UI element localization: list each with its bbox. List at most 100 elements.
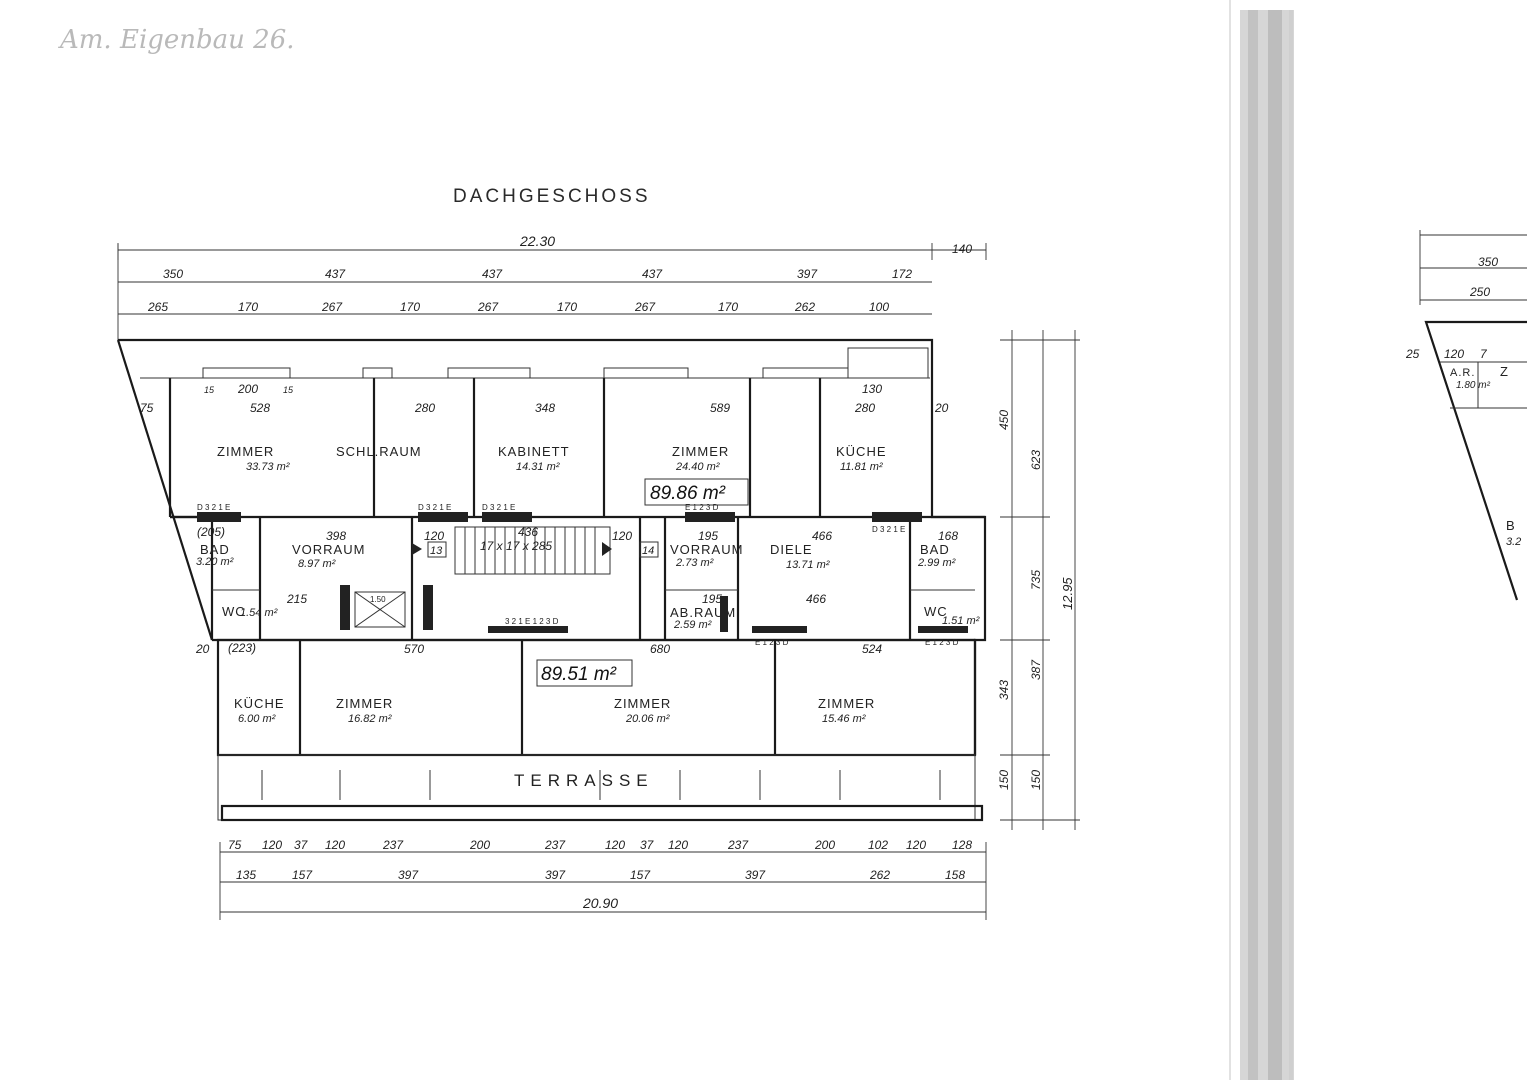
dimension-label: 170 bbox=[400, 300, 420, 314]
stair-no-left: 13 bbox=[430, 545, 443, 557]
room-area: 1.54 m² bbox=[240, 607, 278, 619]
dimension-label: 267 bbox=[477, 300, 499, 314]
dimension-label: 75 bbox=[228, 838, 242, 852]
dimension-label: E 1 2 3 D bbox=[755, 638, 789, 647]
dimension-label: 1.50 bbox=[370, 595, 386, 604]
dimension-label: 397 bbox=[545, 868, 566, 882]
room-area: 2.99 m² bbox=[917, 557, 956, 569]
dimension-label: 589 bbox=[710, 401, 730, 415]
room-name: SCHL.RAUM bbox=[336, 444, 422, 459]
dimension-label: 387 bbox=[1029, 659, 1043, 680]
dimension-label: 200 bbox=[814, 838, 835, 852]
dimension-label: 524 bbox=[862, 642, 882, 656]
dimension-label: 157 bbox=[292, 868, 313, 882]
dimension-label: 267 bbox=[634, 300, 656, 314]
dimension-label: 200 bbox=[469, 838, 490, 852]
scan-fold-shadow bbox=[1229, 0, 1294, 1080]
dimension-label: 466 bbox=[812, 529, 832, 543]
room-area: 2.59 m² bbox=[673, 619, 712, 631]
dimension-label: 437 bbox=[482, 267, 503, 281]
room-name: BAD bbox=[200, 542, 230, 557]
overall-width-top: 22.30 bbox=[519, 233, 555, 249]
unit-area-upper: 89.86 m² bbox=[650, 483, 726, 504]
stair-width: 436 bbox=[518, 525, 538, 539]
dimension-label: (205) bbox=[197, 525, 225, 539]
dimension-lines-top bbox=[117, 243, 987, 340]
dimension-label: 350 bbox=[1478, 255, 1498, 269]
dim-row-bottom-1: 75 120 37 120 237 200 237 120 37 120 237… bbox=[228, 838, 972, 852]
stair-no-right: 14 bbox=[642, 545, 654, 557]
dimension-label: 3 2 1 E 1 2 3 D bbox=[505, 617, 559, 626]
room-area: 16.82 m² bbox=[348, 713, 392, 725]
dimension-label: 20 bbox=[934, 401, 949, 415]
chimney-labels: D 3 2 1 E D 3 2 1 E D 3 2 1 E E 1 2 3 D … bbox=[197, 503, 959, 655]
room-name: ZIMMER bbox=[336, 696, 393, 711]
room-area: 11.81 m² bbox=[840, 461, 883, 473]
room-area: 3.20 m² bbox=[196, 556, 234, 568]
dimension-label: B bbox=[1506, 518, 1516, 533]
room-name: DIELE bbox=[770, 542, 813, 557]
unit-area-lower: 89.51 m² bbox=[541, 664, 617, 685]
dimension-label: 120 bbox=[612, 529, 632, 543]
dimension-label: 128 bbox=[952, 838, 972, 852]
dimension-label: 1.80 m² bbox=[1456, 380, 1491, 391]
dimension-label: 135 bbox=[236, 868, 256, 882]
overall-extra-top: 140 bbox=[952, 242, 972, 256]
dimension-label: E 1 2 3 D bbox=[685, 503, 719, 512]
dimension-label: 262 bbox=[869, 868, 890, 882]
room-area: 33.73 m² bbox=[246, 461, 290, 473]
dimension-label: 623 bbox=[1029, 450, 1043, 470]
room-name: VORRAUM bbox=[670, 542, 743, 557]
dimension-label: 680 bbox=[650, 642, 670, 656]
dimension-label: D 3 2 1 E bbox=[482, 503, 515, 512]
dimension-label: 157 bbox=[630, 868, 651, 882]
dimension-label: 158 bbox=[945, 868, 965, 882]
room-name: ZIMMER bbox=[614, 696, 671, 711]
dimension-label: 466 bbox=[806, 592, 826, 606]
dimension-label: 280 bbox=[414, 401, 435, 415]
dimension-label: E 1 2 3 D bbox=[925, 638, 959, 647]
dimension-label: 397 bbox=[797, 267, 818, 281]
room-area: 14.31 m² bbox=[516, 461, 560, 473]
dimension-label: 3.2 bbox=[1506, 536, 1521, 548]
overall-width-bottom: 20.90 bbox=[582, 895, 618, 911]
dim-row-top-1: 350 437 437 437 397 172 bbox=[163, 267, 912, 281]
dimension-label: 450 bbox=[997, 410, 1011, 430]
room-name: ZIMMER bbox=[818, 696, 875, 711]
room-name: WC bbox=[924, 604, 948, 619]
dimension-label: 262 bbox=[794, 300, 815, 314]
dimension-lines-bottom bbox=[219, 842, 987, 920]
dim-row-top-2: 265 170 267 170 267 170 267 170 262 100 bbox=[147, 300, 889, 314]
dimension-lines-right bbox=[1000, 330, 1080, 830]
dimension-label: 150 bbox=[1029, 770, 1043, 790]
room-name: KABINETT bbox=[498, 444, 570, 459]
dimension-label: 265 bbox=[147, 300, 168, 314]
dimension-label: 170 bbox=[557, 300, 577, 314]
dimension-label: 195 bbox=[698, 529, 718, 543]
chimney-blocks bbox=[197, 512, 968, 633]
room-name: ZIMMER bbox=[217, 444, 274, 459]
dimension-label: 237 bbox=[727, 838, 749, 852]
dimension-label: 102 bbox=[868, 838, 888, 852]
dimension-label: 37 bbox=[640, 838, 655, 852]
dimension-label: 172 bbox=[892, 267, 912, 281]
room-name: KÜCHE bbox=[234, 696, 285, 711]
dimension-label: 570 bbox=[404, 642, 424, 656]
handwritten-note: Am. Eigenbau 26. bbox=[58, 25, 295, 55]
dimension-label: 120 bbox=[605, 838, 625, 852]
staircase bbox=[354, 526, 659, 628]
room-name: KÜCHE bbox=[836, 444, 887, 459]
dimension-label: A.R. bbox=[1450, 367, 1475, 379]
dimension-label: 120 bbox=[668, 838, 688, 852]
dimension-label: 15 bbox=[204, 385, 215, 395]
dimension-label: 168 bbox=[938, 529, 958, 543]
dimension-label: 437 bbox=[642, 267, 663, 281]
dimension-label: 250 bbox=[1469, 285, 1490, 299]
dimension-label: 120 bbox=[325, 838, 345, 852]
room-area: 15.46 m² bbox=[822, 713, 866, 725]
dimension-label: 100 bbox=[869, 300, 889, 314]
room-area: 8.97 m² bbox=[298, 558, 336, 570]
dimension-label: 120 bbox=[906, 838, 926, 852]
dimension-label: 280 bbox=[854, 401, 875, 415]
